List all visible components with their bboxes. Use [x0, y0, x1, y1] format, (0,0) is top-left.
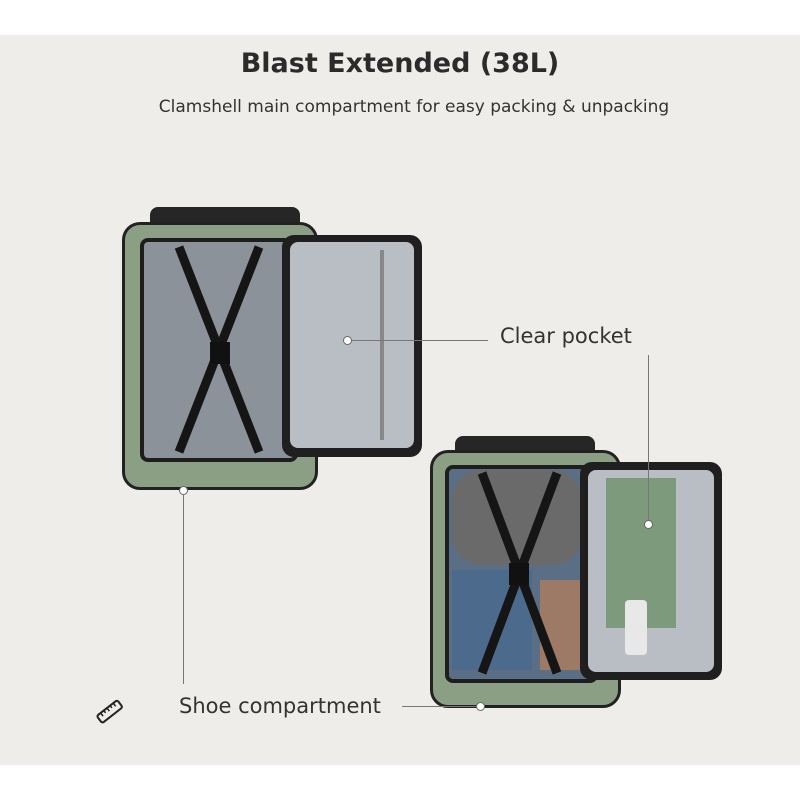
callout-shoe-compartment: Shoe compartment [179, 694, 381, 718]
callout-clear-pocket: Clear pocket [500, 324, 632, 348]
cross-straps [174, 245, 264, 454]
product-subtitle: Clamshell main compartment for easy pack… [158, 97, 670, 117]
product-title: Blast Extended (38L) [240, 48, 560, 79]
ruler-icon[interactable] [94, 698, 126, 726]
